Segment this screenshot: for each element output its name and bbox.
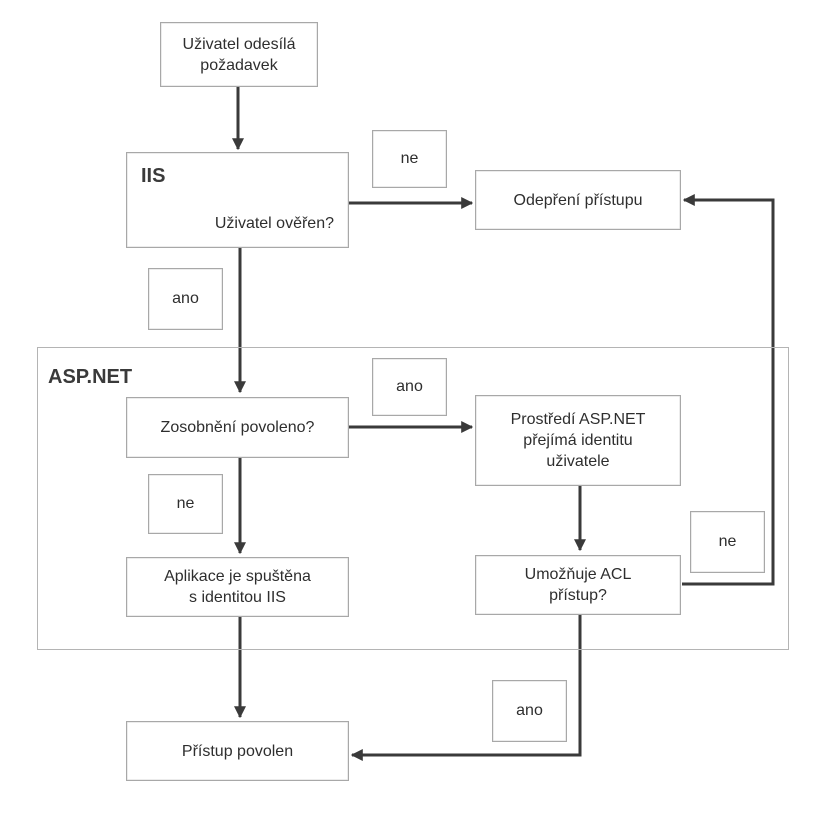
node-app-runs-with-iis-identity: Aplikace je spuštěna s identitou IIS [126,557,349,617]
edge-label-iis-yes: ano [148,268,223,330]
iis-question: Uživatel ověřen? [214,215,334,232]
iis-title: IIS [141,165,166,187]
node-aspnet-takes-user-identity: Prostředí ASP.NET přejímá identitu uživa… [475,395,681,486]
node-access-granted: Přístup povolen [126,721,349,781]
edge-label-acl-no: ne [690,511,765,573]
edge-label-iis-no: ne [372,130,447,188]
node-acl-allows-access: Umožňuje ACL přístup? [475,555,681,615]
aspnet-region [37,347,789,650]
node-user-sends-request: Uživatel odesílá požadavek [160,22,318,87]
node-access-denied: Odepření přístupu [475,170,681,230]
node-impersonation-enabled: Zosobnění povoleno? [126,397,349,458]
aspnet-region-label: ASP.NET [48,366,133,388]
edge-label-impersonation-no: ne [148,474,223,534]
edge-label-impersonation-yes: ano [372,358,447,416]
node-iis-authenticated: IIS Uživatel ověřen? [126,152,349,248]
edge-label-acl-yes: ano [492,680,567,742]
